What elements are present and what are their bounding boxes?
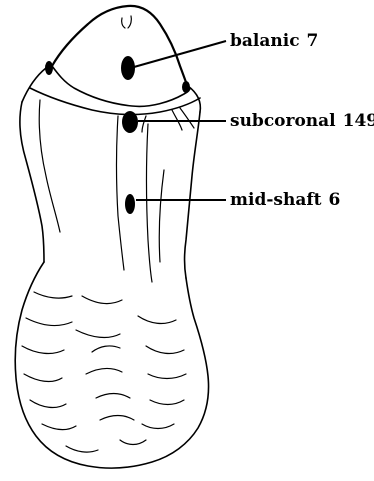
corona-right-mark [182, 81, 190, 93]
subcoronal-count: 149 [343, 111, 374, 131]
subcoronal-spot [122, 111, 138, 133]
coronal-ridge [22, 68, 200, 132]
mid-shaft-count: 6 [329, 190, 341, 210]
subcoronal-name: subcoronal [230, 111, 336, 131]
balanic-count: 7 [307, 31, 319, 51]
shaft-outline [20, 100, 200, 282]
balanic-label: balanic 7 [230, 33, 318, 50]
corona-left-mark [45, 61, 53, 75]
mid-shaft-spot [125, 194, 135, 214]
base-outline [15, 262, 208, 468]
balanic-spot [121, 56, 135, 80]
balanic-name: balanic [230, 31, 300, 51]
mid-shaft-label: mid-shaft 6 [230, 192, 340, 209]
mid-shaft-name: mid-shaft [230, 190, 322, 210]
subcoronal-label: subcoronal 149 [230, 113, 374, 130]
